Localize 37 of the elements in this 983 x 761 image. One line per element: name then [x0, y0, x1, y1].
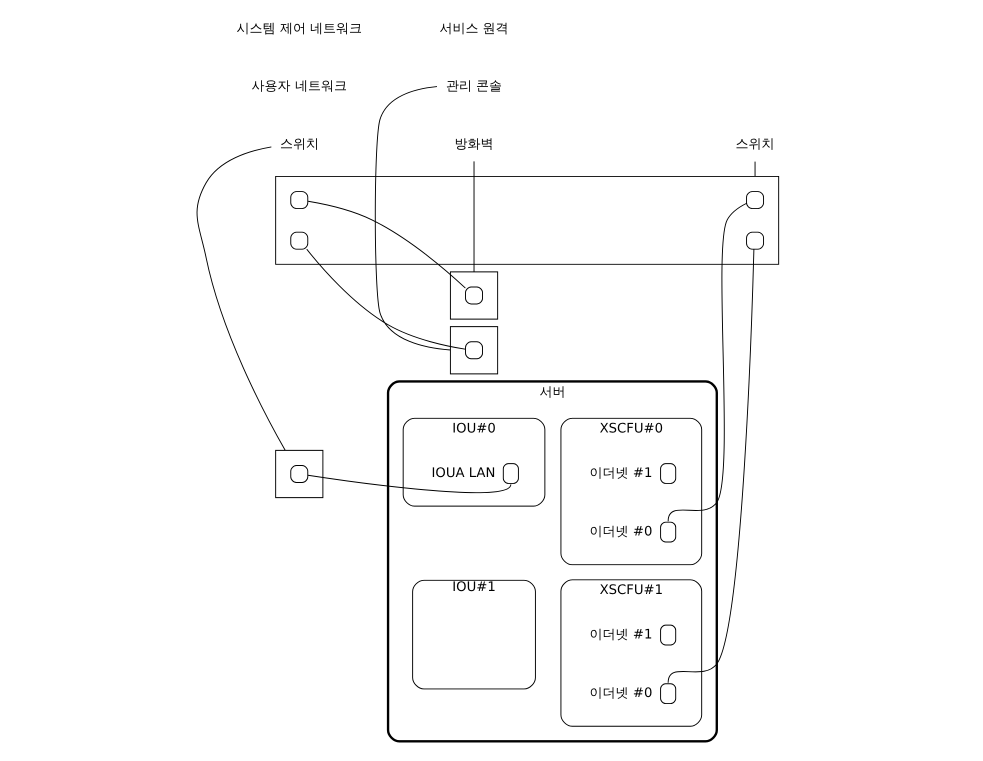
node-box — [290, 191, 308, 210]
connector — [754, 161, 756, 177]
connector — [307, 474, 512, 494]
connector — [196, 146, 286, 451]
cluster — [275, 176, 780, 265]
node-text: 관리 콘솔 — [446, 79, 502, 94]
label: 사용자 네트워크 — [252, 79, 347, 94]
node-box — [465, 341, 483, 360]
cluster — [450, 271, 498, 320]
node-box — [660, 624, 676, 646]
node-box — [660, 463, 676, 484]
connector — [668, 202, 747, 522]
node-text: 방화벽 — [454, 136, 494, 152]
node-box — [502, 463, 519, 484]
node-box — [746, 232, 764, 250]
node-label: 이더넷 #0 — [590, 524, 652, 540]
node-box — [290, 232, 308, 250]
node-label: 이더넷 #1 — [590, 628, 652, 643]
connector — [306, 248, 466, 350]
connector — [308, 200, 466, 289]
node-text: 스위치 — [736, 136, 775, 152]
node-box — [465, 286, 483, 304]
cluster — [450, 326, 498, 374]
node-box — [660, 522, 676, 542]
label: 시스템 제어 네트워크 — [236, 22, 362, 37]
connector — [374, 86, 451, 350]
node-label: 이더넷 #0 — [590, 686, 652, 702]
node-label: IOUA LAN — [432, 466, 496, 482]
connector — [668, 249, 754, 684]
node-box: IOU#1 — [412, 580, 536, 690]
node-box — [746, 191, 764, 210]
node-label: 이더넷 #1 — [590, 466, 652, 482]
node-text: 스위치 — [280, 136, 319, 152]
node-box — [290, 465, 308, 483]
cluster — [275, 450, 324, 498]
label: 서비스 원격 — [439, 22, 509, 37]
node-box — [660, 683, 676, 704]
